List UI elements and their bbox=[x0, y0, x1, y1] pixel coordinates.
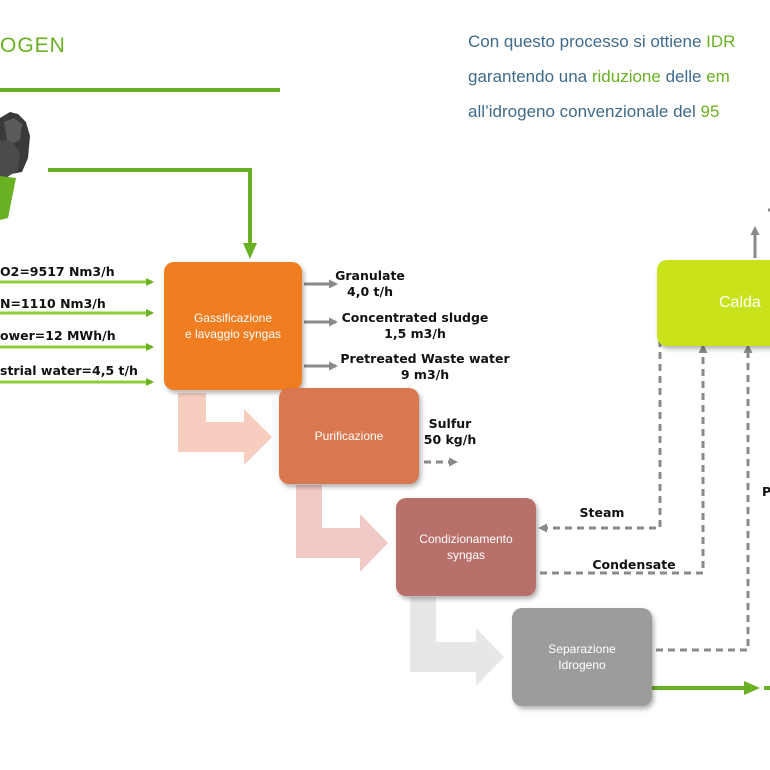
separation-box: Separazione Idrogeno bbox=[512, 608, 652, 706]
granulate-label: Granulate 4,0 t/h bbox=[335, 268, 405, 299]
gasification-box: Gassificazione e lavaggio syngas bbox=[164, 262, 302, 390]
title-underline bbox=[0, 88, 280, 92]
waste-pile-icon bbox=[0, 112, 30, 220]
sulfur-label: Sulfur 50 kg/h bbox=[423, 416, 477, 447]
input-label-water: strial water=4,5 t/h bbox=[0, 363, 138, 378]
block-arrow-3 bbox=[410, 597, 504, 686]
right-cut-label: P bbox=[762, 484, 770, 499]
sludge-label: Concentrated sludge 1,5 m3/h bbox=[341, 310, 489, 341]
input-label-n2: N=1110 Nm3/h bbox=[0, 296, 106, 311]
purification-box: Purificazione bbox=[279, 388, 419, 484]
waste-water-label: Pretreated Waste water 9 m3/h bbox=[340, 351, 510, 382]
separation-to-boiler-line bbox=[656, 344, 753, 652]
intro-line-1: Con questo processo si ottiene IDR bbox=[468, 32, 736, 51]
condensate-label: Condensate bbox=[592, 557, 676, 572]
block-arrow-1 bbox=[178, 393, 272, 465]
intro-line-3: all’idrogeno convenzionale del 95 bbox=[468, 102, 720, 121]
page-title: OGEN bbox=[0, 34, 66, 57]
intro-line-2: garantendo una riduzione delle em bbox=[468, 67, 730, 86]
condensate-line bbox=[540, 344, 708, 575]
feed-line bbox=[48, 168, 257, 259]
input-label-o2: O2=9517 Nm3/h bbox=[0, 264, 115, 279]
conditioning-box: Condizionamento syngas bbox=[396, 498, 536, 596]
steam-label: Steam bbox=[579, 505, 625, 520]
boiler-box: Calda bbox=[657, 260, 770, 346]
block-arrow-2 bbox=[296, 485, 388, 572]
input-label-power: ower=12 MWh/h bbox=[0, 328, 116, 343]
steam-line bbox=[538, 340, 662, 533]
